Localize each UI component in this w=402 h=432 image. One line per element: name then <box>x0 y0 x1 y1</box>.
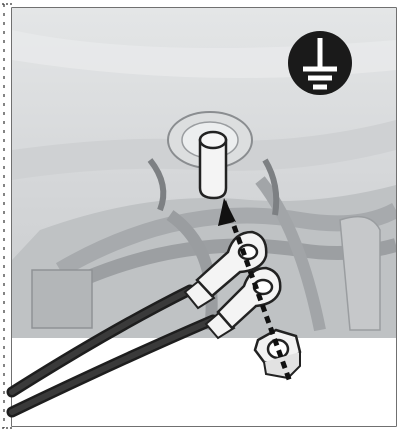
ring-terminal-icon <box>204 266 282 340</box>
arrow-up-icon <box>218 198 293 383</box>
ground-stud-icon <box>167 111 253 200</box>
protective-earth-ground-icon <box>288 31 352 95</box>
ground-wires <box>6 284 219 418</box>
